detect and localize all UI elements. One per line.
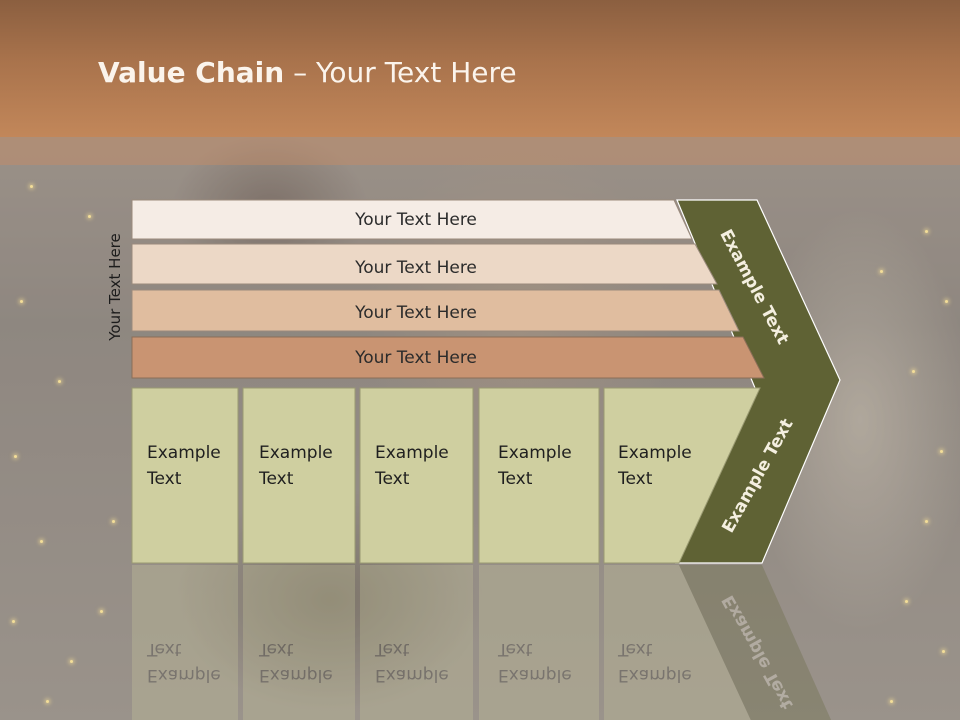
row-bar-4 [131, 336, 765, 379]
activity-box-1 [131, 387, 239, 564]
reflection-text-2: Example [259, 665, 333, 685]
sparkle-dot [70, 660, 73, 663]
activity-box-2 [242, 387, 356, 564]
activity-box-4 [478, 387, 600, 564]
activity-box-5 [603, 387, 761, 564]
sparkle-dot [925, 520, 928, 523]
reflection-text-1: Example [147, 665, 221, 685]
reflection-text-3: Example [375, 665, 449, 685]
activity-box-4-line2: Text [497, 469, 533, 489]
sparkle-dot [12, 620, 15, 623]
reflection-text-5: Example [618, 665, 692, 685]
activity-box-3-line1: Example [375, 443, 449, 463]
activity-box-1-line1: Example [147, 443, 221, 463]
activity-box-1-line2: Text [146, 469, 182, 489]
sparkle-dot [20, 300, 23, 303]
sparkle-dot [30, 185, 33, 188]
sparkle-dot [905, 600, 908, 603]
sparkle-dot [912, 370, 915, 373]
title-bar [0, 0, 960, 137]
reflection-text-4b: Text [497, 639, 533, 659]
sparkle-dot [945, 300, 948, 303]
activity-box-2-line1: Example [259, 443, 333, 463]
row-label-3: Your Text Here [354, 303, 477, 323]
sparkle-dot [890, 700, 893, 703]
slide-title: Value Chain – Your Text Here [98, 56, 517, 89]
activity-box-3-line2: Text [374, 469, 410, 489]
sparkle-dot [14, 455, 17, 458]
sparkle-dot [58, 380, 61, 383]
row-label-2: Your Text Here [354, 258, 477, 278]
sparkle-dot [100, 610, 103, 613]
row-bar-1 [131, 199, 693, 240]
row-label-1: Your Text Here [354, 210, 477, 230]
activity-box-4-line1: Example [498, 443, 572, 463]
row-label-4: Your Text Here [354, 348, 477, 368]
activity-box-5-line2: Text [617, 469, 653, 489]
reflection-text-4: Example [498, 665, 572, 685]
sparkle-dot [40, 540, 43, 543]
title-bar-band [0, 137, 960, 165]
slide-title-rest: – Your Text Here [284, 56, 517, 89]
row-bar-2 [131, 243, 718, 285]
slide-title-bold: Value Chain [98, 56, 285, 89]
activity-box-5-line1: Example [618, 443, 692, 463]
reflection-text-2b: Text [258, 639, 294, 659]
reflection-text-1b: Text [146, 639, 182, 659]
sparkle-dot [46, 700, 49, 703]
activity-box-3 [359, 387, 474, 564]
sparkle-dot [88, 215, 91, 218]
reflection-text-5b: Text [617, 639, 653, 659]
sparkle-dot [925, 230, 928, 233]
reflection-text-3b: Text [374, 639, 410, 659]
sparkle-dot [112, 520, 115, 523]
sparkle-dot [940, 450, 943, 453]
sparkle-dot [942, 650, 945, 653]
activity-box-2-line2: Text [258, 469, 294, 489]
row-bar-3 [131, 289, 740, 332]
sparkle-dot [880, 270, 883, 273]
